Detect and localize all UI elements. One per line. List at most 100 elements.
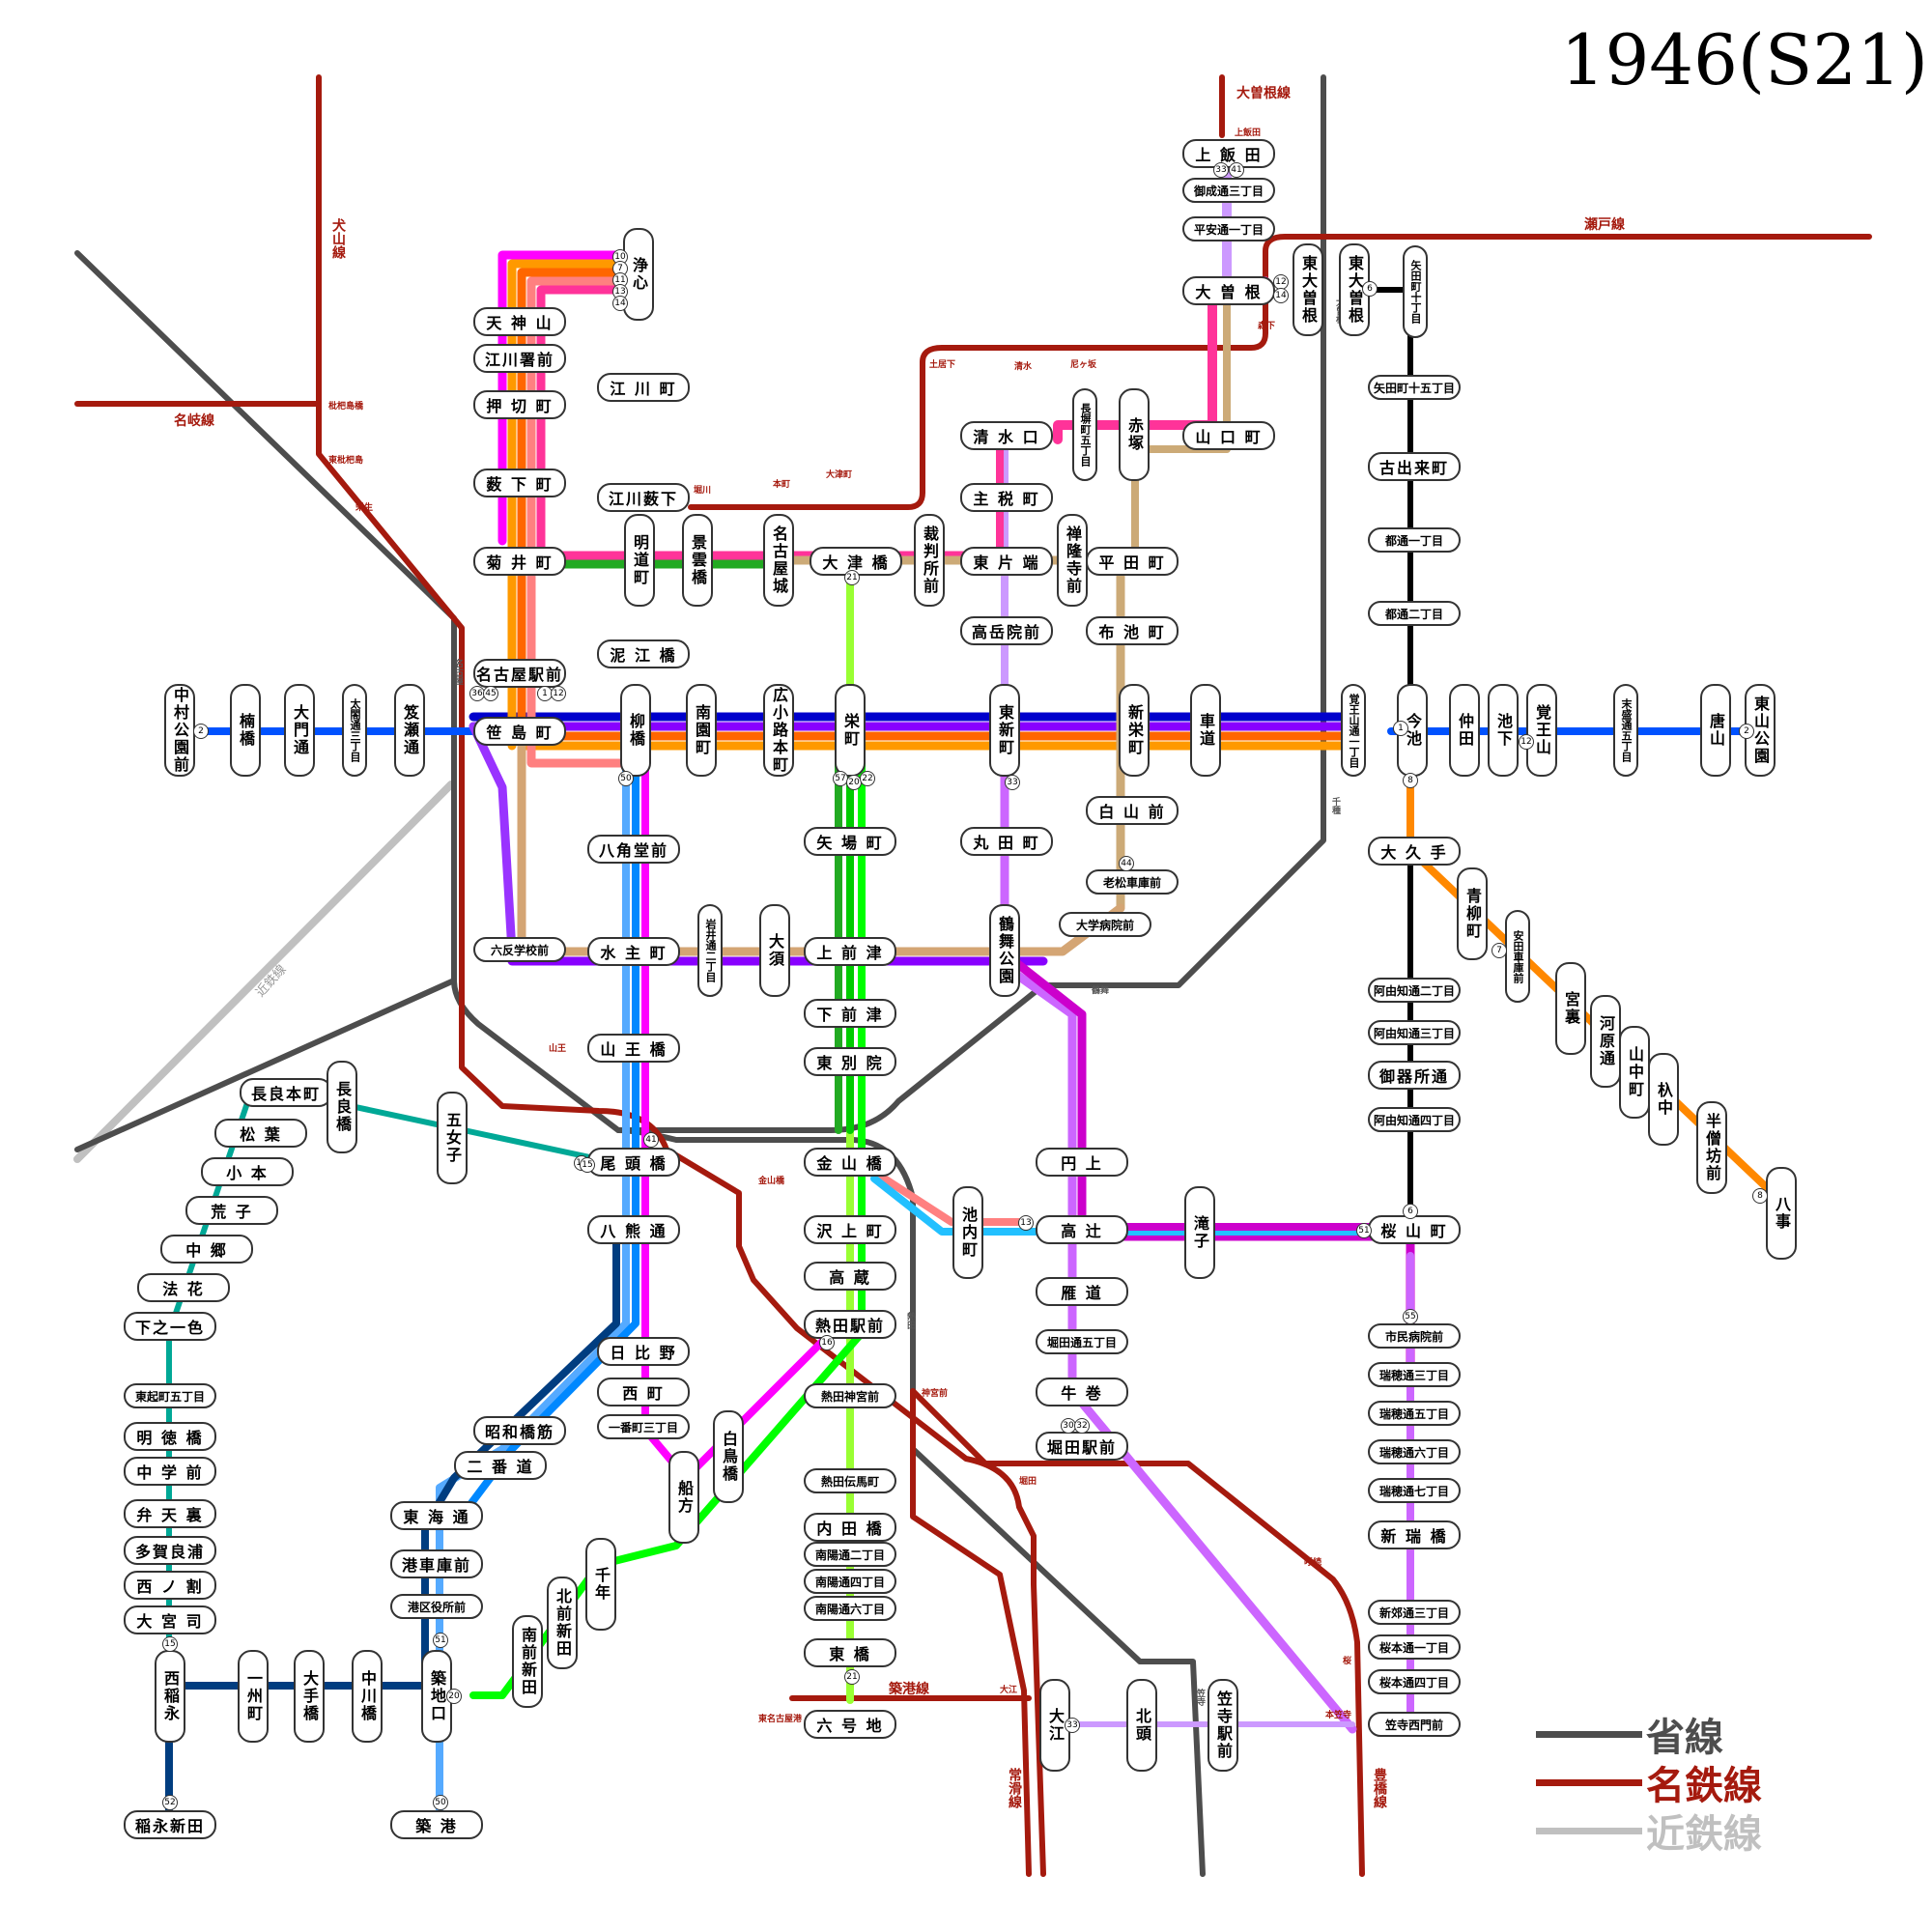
station[interactable]: 尾 頭 橋 — [587, 1148, 680, 1177]
station[interactable]: 荒 子 — [185, 1196, 278, 1225]
station[interactable]: 大須 — [759, 904, 790, 997]
station[interactable]: 新郊通三丁目 — [1368, 1600, 1461, 1625]
station[interactable]: 覚王山 — [1526, 684, 1557, 777]
station[interactable]: 今池 — [1397, 684, 1428, 777]
station[interactable]: 東 海 通 — [390, 1501, 483, 1530]
station[interactable]: 千年 — [585, 1538, 616, 1631]
station[interactable]: 中 学 前 — [124, 1457, 216, 1486]
station[interactable]: 築地口 — [421, 1650, 452, 1743]
station[interactable]: 牛 巻 — [1036, 1378, 1128, 1406]
station[interactable]: 水 主 町 — [587, 937, 680, 966]
station[interactable]: 名古屋駅前 — [473, 659, 566, 688]
station[interactable]: 御器所通 — [1368, 1061, 1461, 1090]
station[interactable]: 北頭 — [1126, 1679, 1157, 1772]
station[interactable]: 南前新田 — [512, 1615, 543, 1708]
station[interactable]: 一番町三丁目 — [597, 1414, 690, 1439]
station[interactable]: 天 神 山 — [473, 307, 566, 336]
station[interactable]: 港車庫前 — [390, 1549, 483, 1578]
station[interactable]: 清 水 口 — [960, 421, 1053, 450]
station[interactable]: 堀田通五丁目 — [1036, 1329, 1128, 1354]
station[interactable]: 山中町 — [1619, 1026, 1650, 1119]
station[interactable]: 西稲永 — [155, 1650, 185, 1743]
station[interactable]: 下之一色 — [124, 1312, 216, 1341]
station[interactable]: 上 前 津 — [804, 937, 896, 966]
station[interactable]: 東 片 端 — [960, 547, 1053, 576]
station[interactable]: 多賀良浦 — [124, 1536, 216, 1565]
station[interactable]: 丸 田 町 — [960, 827, 1053, 856]
station[interactable]: 下 前 津 — [804, 999, 896, 1028]
station[interactable]: 長塀町五丁目 — [1072, 388, 1097, 481]
station[interactable]: 南園町 — [686, 684, 717, 777]
station[interactable]: 池内町 — [952, 1186, 983, 1279]
station[interactable]: 日 比 野 — [597, 1337, 690, 1366]
station[interactable]: 瑞穂通七丁目 — [1368, 1478, 1461, 1503]
station[interactable]: 阿由知通四丁目 — [1368, 1107, 1461, 1132]
station[interactable]: 西 ノ 割 — [124, 1571, 216, 1600]
station[interactable]: 大 曽 根 — [1182, 276, 1275, 305]
station[interactable]: 都通二丁目 — [1368, 601, 1461, 626]
station[interactable]: 熱田神宮前 — [804, 1383, 896, 1408]
station[interactable]: 楠橋 — [230, 684, 261, 777]
station[interactable]: 鶴舞公園 — [989, 904, 1020, 997]
station[interactable]: 笹 島 町 — [473, 717, 566, 746]
station[interactable]: 矢田町十五丁目 — [1368, 375, 1461, 400]
station[interactable]: 江川署前 — [473, 344, 566, 373]
station[interactable]: 五女子 — [437, 1092, 468, 1184]
station[interactable]: 東 別 院 — [804, 1047, 896, 1076]
station[interactable]: 新栄町 — [1119, 684, 1150, 777]
station[interactable]: 大 宮 司 — [124, 1605, 216, 1634]
station[interactable]: 南陽通四丁目 — [804, 1569, 896, 1594]
station[interactable]: 杁中 — [1648, 1053, 1679, 1146]
station[interactable]: 瑞穂通五丁目 — [1368, 1401, 1461, 1426]
station[interactable]: 新 瑞 橋 — [1368, 1520, 1461, 1549]
station[interactable]: 中村公園前 — [164, 684, 195, 777]
station[interactable]: 東 橋 — [804, 1638, 896, 1667]
station[interactable]: 市民病院前 — [1368, 1323, 1461, 1349]
station[interactable]: 桜本通一丁目 — [1368, 1634, 1461, 1660]
station[interactable]: 矢田町十丁目 — [1403, 245, 1428, 338]
station[interactable]: 八角堂前 — [587, 835, 680, 864]
station[interactable]: 円 上 — [1036, 1148, 1128, 1177]
station[interactable]: 布 池 町 — [1086, 616, 1179, 645]
station[interactable]: 滝子 — [1184, 1186, 1215, 1279]
station[interactable]: 笠寺西門前 — [1368, 1712, 1461, 1737]
station[interactable]: 桜本通四丁目 — [1368, 1669, 1461, 1694]
station[interactable]: 明道町 — [624, 514, 655, 607]
station[interactable]: 稲永新田 — [124, 1810, 216, 1839]
station[interactable]: 大手橋 — [294, 1650, 325, 1743]
station[interactable]: 瑞穂通三丁目 — [1368, 1362, 1461, 1387]
station[interactable]: 船方 — [668, 1451, 699, 1544]
station[interactable]: 景雲橋 — [682, 514, 713, 607]
station[interactable]: 薮 下 町 — [473, 469, 566, 497]
station[interactable]: 禅隆寺前 — [1057, 514, 1088, 607]
station[interactable]: 押 切 町 — [473, 390, 566, 419]
station[interactable]: 金 山 橋 — [804, 1148, 896, 1177]
station[interactable]: 唐山 — [1700, 684, 1731, 777]
station[interactable]: 名古屋城 — [763, 514, 794, 607]
station[interactable]: 長良本町 — [240, 1078, 332, 1107]
station[interactable]: 八事 — [1766, 1167, 1797, 1260]
station[interactable]: 八 熊 通 — [587, 1215, 680, 1244]
station[interactable]: 熱田駅前 — [804, 1310, 896, 1339]
station[interactable]: 江 川 町 — [597, 373, 690, 402]
station[interactable]: 雁 道 — [1036, 1277, 1128, 1306]
station[interactable]: 笠寺駅前 — [1208, 1679, 1238, 1772]
station[interactable]: 岩井通二丁目 — [697, 904, 723, 997]
station[interactable]: 弁 天 裏 — [124, 1499, 216, 1528]
station[interactable]: 昭和橋筋 — [473, 1416, 566, 1445]
station[interactable]: 明 徳 橋 — [124, 1422, 216, 1451]
station[interactable]: 上 飯 田 — [1182, 139, 1275, 168]
station[interactable]: 高 辻 — [1036, 1215, 1128, 1244]
station[interactable]: 安田車庫前 — [1505, 910, 1530, 1003]
station[interactable]: 泥 江 橋 — [597, 639, 690, 668]
station[interactable]: 青柳町 — [1457, 867, 1488, 960]
station[interactable]: 末盛通五丁目 — [1613, 684, 1638, 777]
station[interactable]: 東新町 — [989, 684, 1020, 777]
station[interactable]: 中 郷 — [160, 1235, 253, 1264]
station[interactable]: 江川薮下 — [597, 483, 690, 512]
station[interactable]: 都通一丁目 — [1368, 527, 1461, 553]
station[interactable]: 東大曽根 — [1293, 243, 1323, 336]
station[interactable]: 南陽通六丁目 — [804, 1596, 896, 1621]
station[interactable]: 大学病院前 — [1059, 912, 1151, 937]
station[interactable]: 笈瀬通 — [394, 684, 425, 777]
